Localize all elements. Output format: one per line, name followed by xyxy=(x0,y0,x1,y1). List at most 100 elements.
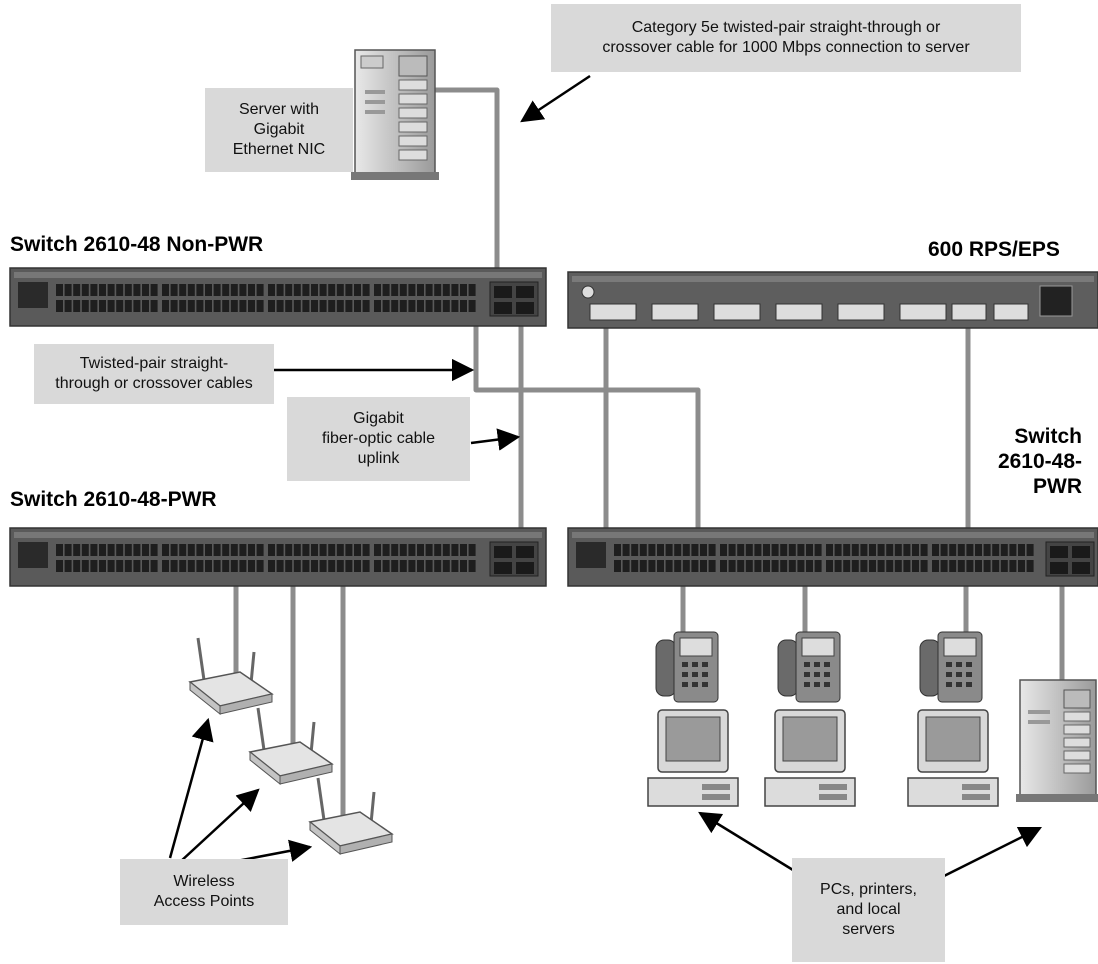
switch-port xyxy=(442,544,450,556)
switch-port xyxy=(328,560,336,572)
switch-pwr-right-device xyxy=(567,527,1098,587)
switch-port xyxy=(754,544,762,556)
switch-port xyxy=(957,560,965,572)
switch-port xyxy=(239,544,247,556)
switch-port xyxy=(949,560,957,572)
switch-port xyxy=(468,544,476,556)
switch-port xyxy=(293,300,301,312)
switch-port xyxy=(1018,560,1025,572)
switch-port xyxy=(374,560,381,572)
switch-port xyxy=(73,544,81,556)
access-point-icon xyxy=(188,637,274,716)
switch-port xyxy=(142,560,149,572)
switch-port xyxy=(222,544,230,556)
switch-port xyxy=(319,560,327,572)
heading-switch-pwr-right: Switch 2610-48- PWR xyxy=(997,425,1082,498)
switch-port xyxy=(797,544,805,556)
switch-port xyxy=(124,560,132,572)
arrow-fiber-uplink xyxy=(470,428,521,451)
switch-port xyxy=(940,544,948,556)
switch-port xyxy=(336,560,344,572)
switch-port xyxy=(311,300,318,312)
callout-server-nic-text: Server with Gigabit Ethernet NIC xyxy=(232,101,326,158)
switch-port xyxy=(328,300,336,312)
server-tower-icon xyxy=(351,49,439,180)
switch-port xyxy=(788,544,796,556)
local-server-tower-icon xyxy=(1016,679,1098,802)
switch-port xyxy=(737,560,745,572)
switch-port xyxy=(814,560,822,572)
switch-port xyxy=(912,560,919,572)
switch-port xyxy=(150,560,158,572)
switch-port xyxy=(788,560,796,572)
switch-port xyxy=(860,544,868,556)
switch-port xyxy=(408,560,416,572)
switch-port xyxy=(222,284,230,296)
switch-port xyxy=(56,544,63,556)
switch-port xyxy=(293,284,301,296)
switch-port xyxy=(90,284,98,296)
switch-port xyxy=(869,560,876,572)
switch-port xyxy=(877,560,885,572)
switch-port xyxy=(354,284,361,296)
switch-port xyxy=(73,560,81,572)
switch-port xyxy=(691,544,699,556)
switch-port xyxy=(285,560,293,572)
switch-port xyxy=(754,560,762,572)
cable-top-to-right-switch-crossover xyxy=(473,305,701,545)
switch-port xyxy=(648,560,656,572)
switch-port xyxy=(64,544,72,556)
switch-port xyxy=(451,300,459,312)
switch-port xyxy=(460,560,467,572)
callout-fiber-uplink-text: Gigabit fiber-optic cable uplink xyxy=(322,410,435,467)
switch-port xyxy=(771,560,779,572)
switch-port xyxy=(682,560,690,572)
switch-port xyxy=(179,284,187,296)
switch-port xyxy=(362,544,370,556)
switch-port xyxy=(417,300,424,312)
switch-port xyxy=(124,284,132,296)
switch-port xyxy=(382,284,390,296)
heading-rps-eps: 600 RPS/EPS xyxy=(928,238,1060,261)
switch-port xyxy=(179,560,187,572)
pc-workstation-icon xyxy=(764,709,856,807)
switch-port xyxy=(336,284,344,296)
switch-port xyxy=(912,544,919,556)
switch-port xyxy=(345,284,353,296)
switch-port xyxy=(745,544,753,556)
heading-switch-non-pwr: Switch 2610-48 Non-PWR xyxy=(10,233,264,256)
callout-server-nic: Server with Gigabit Ethernet NIC xyxy=(205,88,353,172)
switch-port xyxy=(1026,560,1034,572)
callout-wireless-aps-text: Wireless Access Points xyxy=(153,873,255,910)
switch-port xyxy=(920,560,928,572)
switch-port xyxy=(230,544,238,556)
switch-port xyxy=(302,544,310,556)
ip-phone-icon xyxy=(777,631,841,703)
switch-port xyxy=(1018,544,1025,556)
callout-wireless-aps: Wireless Access Points xyxy=(120,859,288,925)
switch-port xyxy=(932,560,939,572)
switch-port xyxy=(434,284,442,296)
switch-port xyxy=(665,544,673,556)
switch-port xyxy=(90,560,98,572)
switch-port xyxy=(248,560,255,572)
switch-port xyxy=(230,284,238,296)
switch-port xyxy=(843,560,851,572)
switch-port xyxy=(64,560,72,572)
switch-port xyxy=(408,284,416,296)
switch-port xyxy=(90,300,98,312)
rps-eps-device xyxy=(567,271,1098,329)
switch-port xyxy=(468,284,476,296)
cable-server-to-switch-top xyxy=(432,87,500,282)
switch-port xyxy=(1009,560,1017,572)
switch-port xyxy=(213,300,221,312)
switch-port xyxy=(302,284,310,296)
switch-port xyxy=(230,560,238,572)
switch-port xyxy=(116,560,124,572)
switch-port xyxy=(631,544,639,556)
switch-port xyxy=(285,544,293,556)
switch-port xyxy=(877,544,885,556)
switch-port xyxy=(362,560,370,572)
switch-port xyxy=(268,544,275,556)
switch-port xyxy=(745,560,753,572)
